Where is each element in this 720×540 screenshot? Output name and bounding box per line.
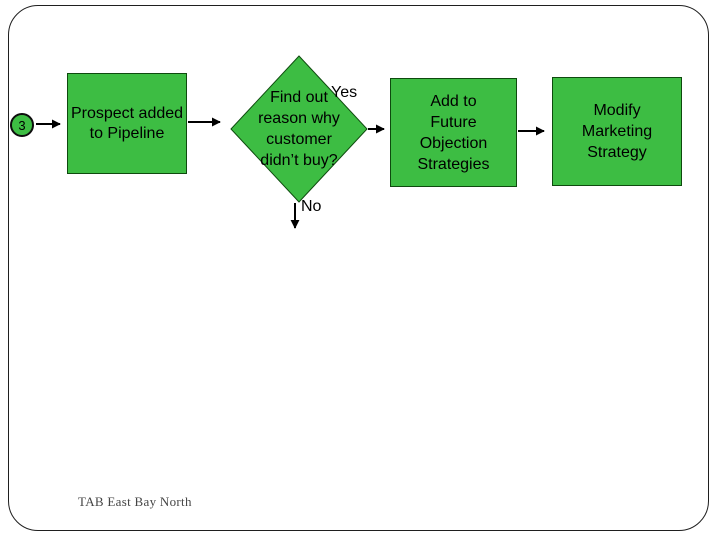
- slide-footer-text: TAB East Bay North: [78, 494, 192, 509]
- step-number-badge: 3: [10, 113, 34, 137]
- decision-diamond-shape: [230, 55, 368, 203]
- node-decision-label: Find out reason why customer didn’t buy?: [258, 89, 340, 169]
- node-modify-marketing-strategy: Modify Marketing Strategy: [552, 77, 682, 186]
- node-prospect-added-to-pipeline: Prospect added to Pipeline: [67, 73, 187, 174]
- edge-label-yes: Yes: [331, 84, 358, 101]
- node-add-to-future-objection-strategies: Add to Future Objection Strategies: [390, 78, 517, 187]
- edge-label-no: No: [301, 198, 322, 215]
- slide-rounded-border: [8, 5, 709, 531]
